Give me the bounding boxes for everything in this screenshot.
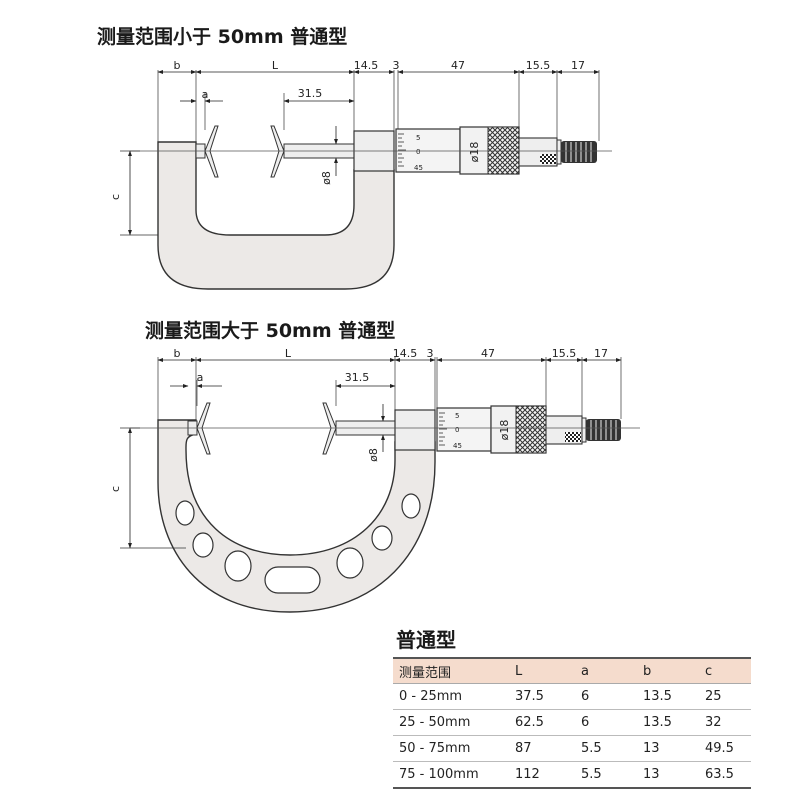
dim-c-small: c	[109, 194, 122, 200]
sleeve-large	[394, 409, 436, 451]
ratchet-cap-large	[586, 419, 621, 441]
dim-47-small: 47	[451, 59, 465, 72]
dim-14-5-small: 14.5	[354, 59, 379, 72]
anvil-disc-large	[196, 402, 211, 455]
dim-c-large: c	[109, 486, 122, 492]
cell-range: 75 - 100mm	[393, 761, 509, 789]
diagram-small-title: 测量范围小于 50mm 普通型	[97, 26, 348, 48]
thimble-scale-small	[395, 128, 461, 173]
diagram-large-title: 测量范围大于 50mm 普通型	[145, 320, 396, 342]
dim-a-small: a	[202, 88, 209, 101]
dim-L-small: L	[272, 59, 279, 72]
ratchet-grooves-large	[590, 420, 617, 440]
scale-label-5-large: 5	[455, 412, 459, 420]
dimension-lines-small	[128, 70, 600, 236]
scale-label-0-small: 0	[416, 148, 420, 156]
header-L: L	[509, 657, 575, 684]
scale-ticks-large	[439, 412, 447, 446]
dim-31-5-large: 31.5	[345, 371, 370, 384]
table-header-row: 测量范围 L a b c	[393, 657, 751, 684]
frame-small	[157, 141, 395, 290]
cell-c: 32	[699, 709, 751, 736]
scale-ticks-small	[398, 133, 406, 167]
thimble-knurl-large	[515, 405, 547, 454]
spindle-disc-small	[270, 125, 285, 178]
header-range: 测量范围	[393, 657, 509, 684]
cell-c: 63.5	[699, 761, 751, 789]
micrometer-large: 5 0 45 ø18	[109, 347, 640, 613]
cell-b: 13	[637, 735, 699, 762]
cell-a: 5.5	[575, 761, 637, 789]
ratchet-grooves-small	[565, 142, 592, 162]
anvil-disc-small	[204, 125, 219, 178]
cell-a: 5.5	[575, 735, 637, 762]
header-a: a	[575, 657, 637, 684]
ratchet-knob-small	[556, 139, 562, 165]
thimble-knurl-small	[487, 126, 520, 175]
table-title: 普通型	[396, 628, 456, 652]
cell-range: 25 - 50mm	[393, 709, 509, 736]
dim-17-large: 17	[594, 347, 608, 360]
dim-17-small: 17	[571, 59, 585, 72]
phi18-label-small: ø18	[468, 142, 481, 163]
header-b: b	[637, 657, 699, 684]
cell-L: 37.5	[509, 683, 575, 710]
dimension-lines-large	[128, 358, 622, 549]
micrometer-small: 5 0 45 ø18	[109, 59, 612, 290]
cell-range: 0 - 25mm	[393, 683, 509, 710]
dim-phi8-large: ø8	[367, 448, 380, 462]
dim-15-5-small: 15.5	[526, 59, 551, 72]
cell-L: 62.5	[509, 709, 575, 736]
dim-phi8-small: ø8	[320, 171, 333, 185]
table-row: 25 - 50mm 62.5 6 13.5 32	[393, 709, 751, 736]
dim-47-large: 47	[481, 347, 495, 360]
cell-range: 50 - 75mm	[393, 735, 509, 762]
ratchet-cap-small	[561, 141, 597, 163]
ratchet-checker-small	[540, 154, 556, 164]
dim-a-large: a	[197, 371, 204, 384]
scale-label-0-large: 0	[455, 426, 459, 434]
dim-15-5-large: 15.5	[552, 347, 577, 360]
cell-b: 13.5	[637, 709, 699, 736]
thimble-scale-large	[436, 407, 492, 452]
cell-b: 13	[637, 761, 699, 789]
cell-L: 112	[509, 761, 575, 789]
scale-label-45-small: 45	[414, 164, 423, 172]
frame-holes	[175, 493, 421, 594]
cell-a: 6	[575, 683, 637, 710]
header-c: c	[699, 657, 751, 684]
table-row: 50 - 75mm 87 5.5 13 49.5	[393, 735, 751, 762]
table-row: 75 - 100mm 112 5.5 13 63.5	[393, 761, 751, 789]
dim-b-large: b	[174, 347, 181, 360]
dim-31-5-small: 31.5	[298, 87, 323, 100]
phi18-label-large: ø18	[498, 420, 511, 441]
scale-label-5-small: 5	[416, 134, 420, 142]
cell-a: 6	[575, 709, 637, 736]
cell-b: 13.5	[637, 683, 699, 710]
dim-3-small: 3	[393, 59, 400, 72]
ratchet-knob-large	[581, 417, 587, 443]
spindle-disc-large	[322, 402, 337, 455]
dim-L-large: L	[285, 347, 292, 360]
cell-c: 49.5	[699, 735, 751, 762]
dim-b-small: b	[174, 59, 181, 72]
table-row: 0 - 25mm 37.5 6 13.5 25	[393, 683, 751, 710]
dim-3-large: 3	[427, 347, 434, 360]
spec-table: 测量范围 L a b c 0 - 25mm 37.5 6 13.5 25 25 …	[393, 657, 751, 789]
ratchet-checker-large	[565, 432, 581, 442]
cell-L: 87	[509, 735, 575, 762]
dim-14-5-large: 14.5	[393, 347, 418, 360]
scale-label-45-large: 45	[453, 442, 462, 450]
cell-c: 25	[699, 683, 751, 710]
